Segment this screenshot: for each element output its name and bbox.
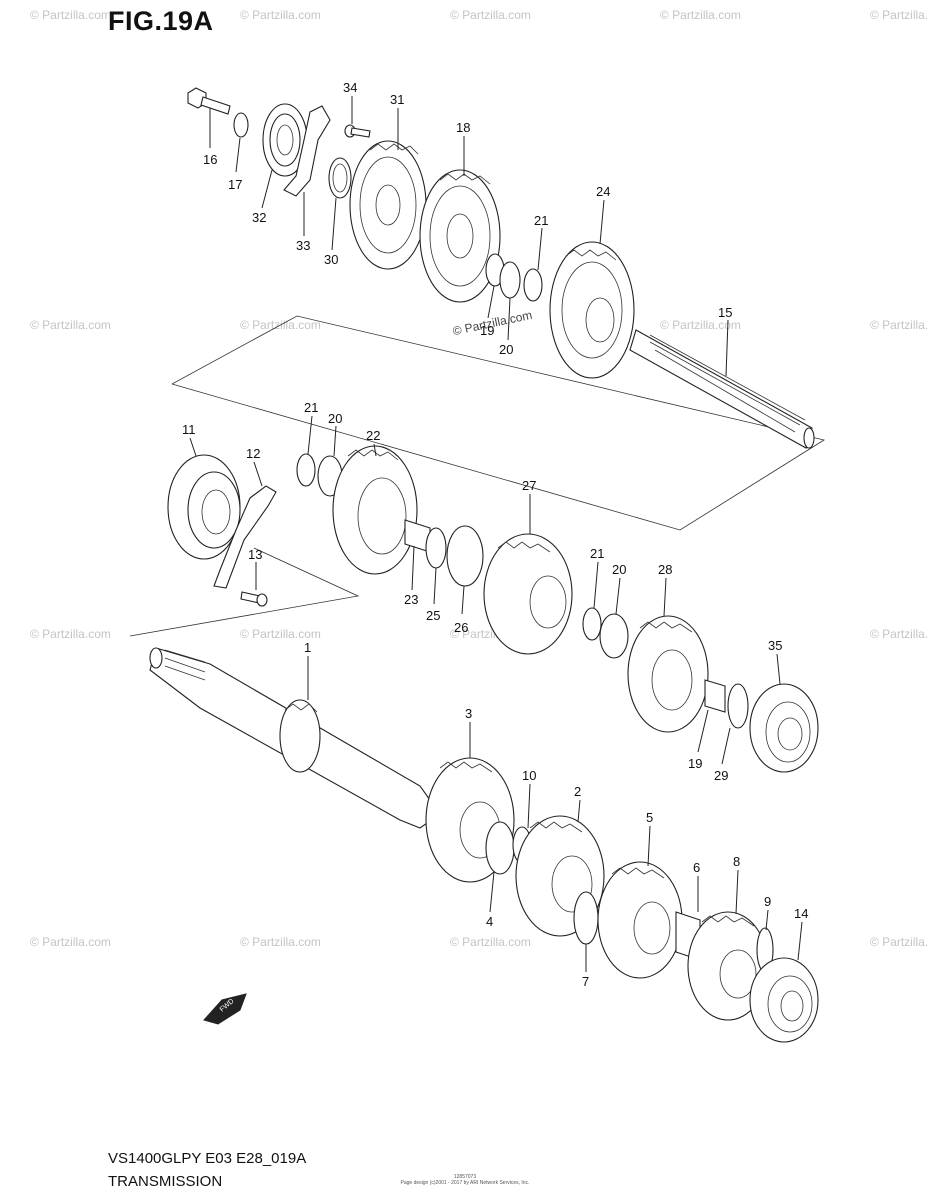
callout-25: 25	[426, 608, 440, 623]
credit-text: 12857073 Page design (c)2001 - 2017 by A…	[400, 1174, 530, 1186]
retainer-33	[283, 105, 331, 197]
callout-20-mid: 20	[328, 411, 342, 426]
callout-20-lower: 20	[612, 562, 626, 577]
callout-18: 18	[456, 120, 470, 135]
figure-title: FIG.19A	[108, 6, 214, 36]
bushing-19-lower	[704, 679, 726, 713]
callout-35: 35	[768, 638, 782, 653]
callout-20-top: 20	[499, 342, 513, 357]
gear-18	[419, 169, 501, 303]
retainer-12	[213, 485, 277, 589]
watermark: © Partzilla.com	[660, 318, 741, 332]
callout-3: 3	[465, 706, 472, 721]
washer-4	[485, 821, 515, 875]
watermark: © Partzilla.com	[30, 8, 111, 22]
callout-7: 7	[582, 974, 589, 989]
callout-1: 1	[304, 640, 311, 655]
callout-16: 16	[203, 152, 217, 167]
credit-id: 12857073	[453, 1174, 477, 1180]
callout-29: 29	[714, 768, 728, 783]
watermark: © Partzilla.com	[30, 318, 111, 332]
callout-2: 2	[574, 784, 581, 799]
washer-29	[727, 683, 749, 729]
callout-31: 31	[390, 92, 404, 107]
callout-9: 9	[764, 894, 771, 909]
watermark: © Partzilla.com	[870, 8, 927, 22]
watermark: © Partzilla.com	[30, 627, 111, 641]
callout-5: 5	[646, 810, 653, 825]
bearing-14	[749, 957, 819, 1043]
callout-27: 27	[522, 478, 536, 493]
screw-34	[344, 124, 371, 138]
washer-17	[233, 112, 249, 138]
gear-24	[549, 241, 635, 379]
callout-34: 34	[343, 80, 357, 95]
callout-19-top: 19	[480, 323, 494, 338]
callout-13: 13	[248, 547, 262, 562]
watermark: © Partzilla.com	[660, 8, 741, 22]
callout-24: 24	[596, 184, 610, 199]
circlip-21-top	[523, 268, 543, 302]
gear-31	[349, 140, 427, 270]
watermark: © Partzilla.com	[870, 935, 927, 949]
bearing-35	[749, 683, 819, 773]
callout-23: 23	[404, 592, 418, 607]
callout-32: 32	[252, 210, 266, 225]
callout-30: 30	[324, 252, 338, 267]
credit-copyright: Page design (c)2001 - 2017 by ARI Networ…	[400, 1180, 530, 1186]
callout-33: 33	[296, 238, 310, 253]
callout-4: 4	[486, 914, 493, 929]
countershaft-15	[629, 329, 815, 449]
washer-20-top	[499, 261, 521, 299]
watermark: © Partzilla.com	[450, 8, 531, 22]
callout-21-mid: 21	[304, 400, 318, 415]
assembly-plane-lower	[129, 547, 360, 637]
callout-17: 17	[228, 177, 242, 192]
callout-15: 15	[718, 305, 732, 320]
gear-22	[332, 445, 418, 575]
washer-25	[425, 527, 447, 569]
lock-washer-26	[446, 525, 484, 587]
washer-20-lower	[599, 613, 629, 659]
watermark: © Partzilla.com	[30, 935, 111, 949]
watermark: © Partzilla.com	[450, 935, 531, 949]
screw-13	[240, 591, 268, 607]
callout-12: 12	[246, 446, 260, 461]
callout-19-lower: 19	[688, 756, 702, 771]
section-name: TRANSMISSION	[108, 1173, 223, 1190]
callout-14: 14	[794, 906, 808, 921]
bearing-11	[167, 454, 241, 560]
circlip-21-lower	[582, 607, 602, 641]
gear-27	[483, 533, 573, 655]
bolt-16	[187, 87, 231, 115]
callout-6: 6	[693, 860, 700, 875]
callout-10: 10	[522, 768, 536, 783]
callout-labels: 16 17 32 33 30 34 31 18 19 20 21 24 15 1…	[182, 80, 808, 989]
gear-5	[597, 861, 683, 979]
callout-22: 22	[366, 428, 380, 443]
watermark: © Partzilla.com	[240, 8, 321, 22]
leader-lines	[189, 96, 803, 972]
mainshaft-1	[149, 647, 441, 829]
circlip-21-mid	[296, 453, 316, 487]
watermark: © Partzilla.com	[240, 627, 321, 641]
watermark: © Partzilla.com	[240, 935, 321, 949]
model-code: VS1400GLPY E03 E28_019A	[108, 1150, 307, 1167]
callout-11: 11	[182, 422, 196, 437]
gear-28	[627, 615, 709, 733]
watermark: © Partzilla.com	[870, 627, 927, 641]
watermark: © Partzilla.com	[870, 318, 927, 332]
callout-26: 26	[454, 620, 468, 635]
callout-21-lower: 21	[590, 546, 604, 561]
ring-30	[328, 157, 352, 199]
fwd-arrow-icon: FWD	[203, 993, 247, 1025]
washer-7	[573, 891, 599, 945]
callout-8: 8	[733, 854, 740, 869]
callout-21-top: 21	[534, 213, 548, 228]
assembly-plane-outline	[171, 315, 826, 531]
callout-28: 28	[658, 562, 672, 577]
